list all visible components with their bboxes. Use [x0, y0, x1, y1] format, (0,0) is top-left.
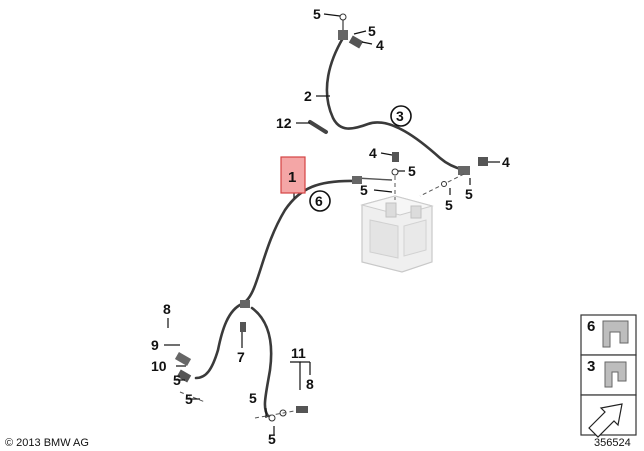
abs-unit: [360, 195, 434, 273]
callout-6-label: 6: [315, 193, 323, 209]
callout-5-mid-a: 5: [408, 163, 416, 179]
callout-6-circled: 6: [309, 190, 331, 212]
callout-5-right: 5: [465, 186, 473, 202]
callout-12: 12: [276, 115, 292, 131]
distributor-fitting: [240, 300, 250, 308]
copyright-text: © 2013 BMW AG: [5, 437, 89, 449]
callout-10: 10: [151, 358, 167, 374]
washer-right: [441, 181, 447, 187]
washer-mid: [391, 168, 399, 176]
legend: 6 3: [580, 314, 637, 438]
hose-2-end-fitting: [458, 166, 470, 175]
view-direction-arrow-icon: [588, 403, 623, 438]
callout-8-right: 8: [306, 376, 314, 392]
dash-left: [179, 391, 206, 403]
brake-hose-lower-right: [250, 306, 273, 418]
banjo-bolt-top: [339, 13, 347, 21]
callout-3-circled: 3: [390, 105, 412, 127]
bleed-screw-top: [348, 35, 364, 49]
pin-12: [308, 120, 328, 134]
callout-9: 9: [151, 337, 159, 353]
callout-5-left-b: 5: [185, 391, 193, 407]
fitting-left-end: [176, 369, 192, 383]
callout-5-top-left: 5: [313, 6, 321, 22]
clip-icon-small: [604, 361, 627, 388]
callout-4-top: 4: [376, 37, 384, 53]
legend-number-top: 6: [587, 318, 595, 335]
hose-1-end-fitting: [352, 176, 362, 184]
washer-bottom-b: [268, 414, 276, 422]
callout-3-label: 3: [396, 108, 404, 124]
brake-hose-1: [240, 179, 358, 306]
callout-5-left-a: 5: [173, 372, 181, 388]
callout-5-right-low: 5: [445, 197, 453, 213]
callout-5-bottom-b: 5: [268, 431, 276, 447]
fitting-10: [174, 352, 192, 366]
callout-1-label: 1: [288, 169, 296, 186]
callout-5-bottom-a: 5: [249, 390, 257, 406]
callout-1-highlight: 1: [280, 156, 306, 194]
callout-2: 2: [304, 88, 312, 104]
leader-lines: [164, 13, 500, 435]
callout-5-top-right: 5: [368, 23, 376, 39]
callout-5-mid-b: 5: [360, 182, 368, 198]
brake-hose-lower-left: [194, 302, 244, 380]
callout-8-left: 8: [163, 301, 171, 317]
callout-4-mid: 4: [369, 145, 377, 161]
bleed-screw-right: [478, 157, 488, 166]
part-number-text: 356524: [594, 437, 631, 449]
bleed-screw-mid: [392, 152, 399, 162]
bolt-7: [240, 322, 246, 332]
hose-2-top-fitting: [338, 30, 348, 40]
callout-4-right: 4: [502, 154, 510, 170]
bleed-screw-bottom: [296, 406, 308, 413]
brake-hose-2: [325, 36, 466, 172]
callout-11: 11: [291, 345, 306, 361]
clip-icon-large: [602, 320, 629, 348]
legend-number-mid: 3: [587, 358, 595, 375]
dash-bottom: [254, 409, 301, 419]
highlight-box: [280, 156, 306, 194]
callout-7: 7: [237, 349, 245, 365]
